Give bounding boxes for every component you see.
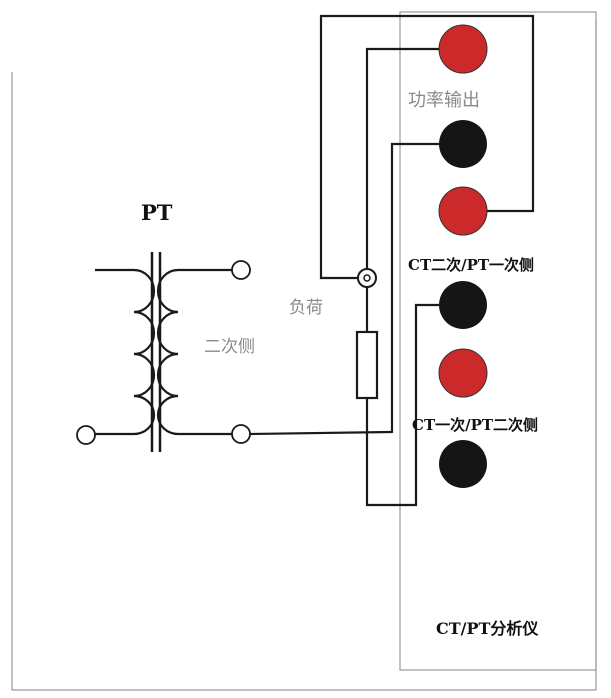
load-resistor (355, 330, 379, 400)
label-ct2-pt1: CT二次/PT一次侧 (408, 256, 534, 274)
pt-secondary-terminal-top (231, 260, 251, 280)
pt-secondary-terminal-bottom (231, 424, 251, 444)
wire-pt-secondary-bottom (249, 430, 393, 436)
label-power-output: 功率输出 (408, 90, 480, 111)
junction-node-dot (363, 274, 371, 282)
label-secondary-side: 二次侧 (204, 337, 255, 357)
label-load: 负荷 (289, 298, 323, 318)
terminal-ct1-pt2-positive[interactable] (438, 348, 488, 398)
terminal-power-out-negative[interactable] (439, 120, 487, 168)
label-analyzer: CT/PT分析仪 (436, 619, 539, 638)
pt-primary-terminal (76, 425, 96, 445)
wire-power-positive (365, 47, 439, 270)
terminal-ct2-pt1-negative[interactable] (439, 281, 487, 329)
label-ct1-pt2: CT一次/PT二次侧 (412, 416, 538, 434)
terminal-ct1-pt2-negative[interactable] (439, 440, 487, 488)
wires (95, 14, 535, 507)
wire-power-negative (390, 142, 439, 433)
pt-secondary-coil (156, 268, 232, 436)
label-pt-title: PT (141, 200, 173, 225)
analyzer-box (399, 11, 597, 671)
wire-node-to-ct2-red (319, 14, 535, 280)
terminal-ct2-pt1-positive[interactable] (438, 186, 488, 236)
terminal-power-out-positive[interactable] (438, 24, 488, 74)
outer-frame (11, 20, 597, 691)
wire-load-to-bottom (365, 303, 439, 507)
